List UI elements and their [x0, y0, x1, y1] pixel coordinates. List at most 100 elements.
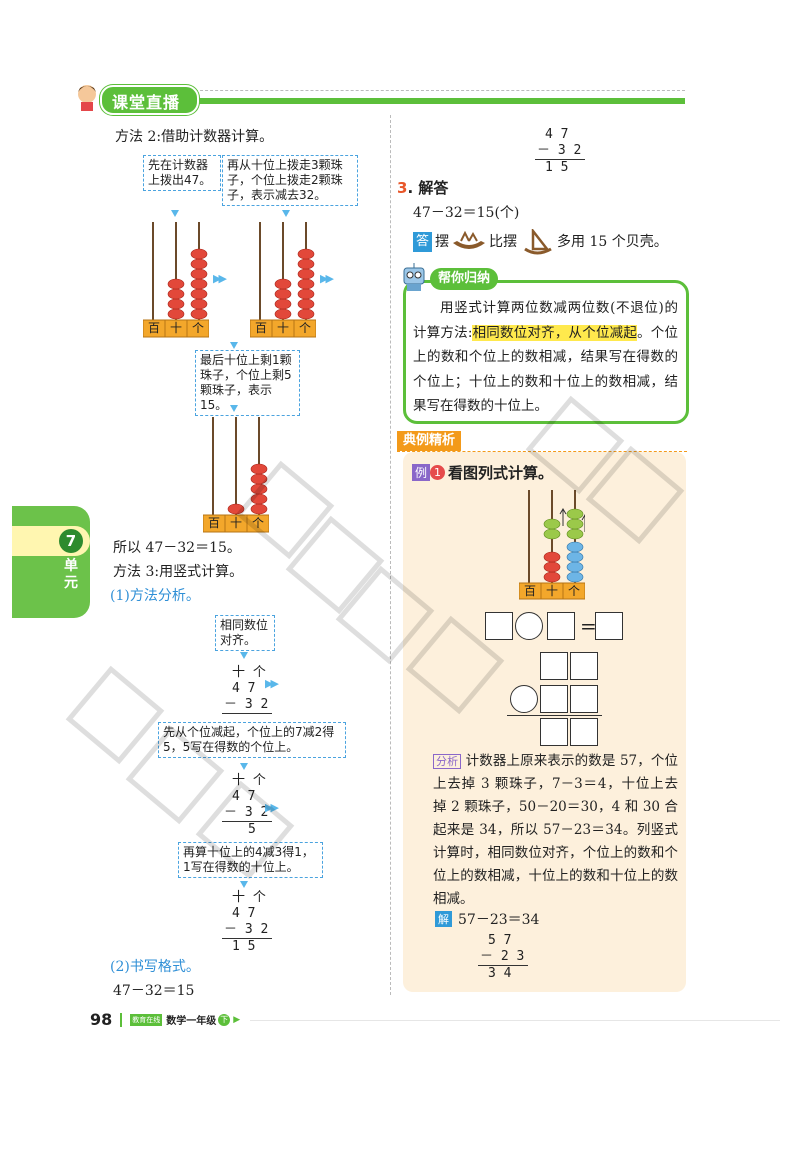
answer-heading: 3. 解答	[397, 179, 449, 197]
arrow-right-3: ▶▶	[265, 677, 279, 690]
answer-badge: 答	[413, 232, 433, 252]
abacus3-label-tens: 十	[229, 516, 242, 530]
example-section-tag: 典例精析	[397, 431, 462, 451]
vblank-operator[interactable]	[510, 685, 538, 713]
blank-box-1[interactable]	[485, 612, 513, 640]
sailboat-icon	[524, 229, 552, 255]
abacus-57	[519, 490, 585, 600]
abacus2-label-hundreds: 百	[254, 321, 267, 335]
badge-live-class: 课堂直播	[100, 85, 199, 115]
solve-tag: 解	[435, 911, 452, 927]
summary-highlight: 相同数位对齐，从个位减起	[472, 324, 638, 341]
minuend: 4 7	[232, 906, 256, 921]
abacus1-label-hundreds: 百	[147, 321, 160, 335]
abacus1-label-ones: 个	[191, 321, 204, 335]
vblank-mid-ones[interactable]	[570, 685, 598, 713]
example-title: 看图列式计算。	[448, 464, 554, 482]
answer-text-2: 比摆	[489, 234, 518, 250]
solve-vcalc: 5 7 － 2 3 3 4	[478, 933, 528, 982]
vblank-mid-tens[interactable]	[540, 685, 568, 713]
blank-operator-circle[interactable]	[515, 612, 543, 640]
unit-label: 单元	[64, 558, 78, 591]
solve-equation: 57－23＝34	[458, 912, 540, 928]
arrow-down-5	[240, 652, 248, 659]
note-align: 相同数位对齐。	[215, 615, 275, 651]
page-number: 98	[90, 1010, 113, 1029]
vcalc-step3: 十 个 4 7 － 3 2 1 5	[222, 890, 272, 955]
blank-box-result[interactable]	[595, 612, 623, 640]
book-title: 数学一年级	[166, 1016, 217, 1027]
summary-box	[403, 280, 689, 424]
abacus4-label-ones: 个	[567, 584, 580, 598]
format-title: (2)书写格式。	[110, 959, 200, 975]
abacus3-label-ones: 个	[251, 516, 264, 530]
grade-badge: 下	[218, 1013, 231, 1026]
vcalc-step2: 十 个 4 7 － 3 2 5	[222, 773, 272, 838]
vblank-top-tens[interactable]	[540, 652, 568, 680]
badge-text: 课堂直播	[112, 93, 181, 112]
analysis-text: 分析 计数器上原来表示的数是 57，个位上去掉 3 颗珠子，7－3＝4，十位上去…	[433, 750, 678, 911]
equals-sign: =	[580, 614, 597, 638]
subtrahend: － 3 2	[535, 143, 585, 160]
vblank-top-ones[interactable]	[570, 652, 598, 680]
subtrahend: － 3 2	[222, 697, 272, 714]
answer-equation: 47－32＝15(个)	[413, 205, 520, 221]
column-divider	[390, 115, 391, 995]
place-labels: 十 个	[232, 773, 266, 788]
subtrahend: － 3 2	[222, 805, 272, 822]
arrow-down-3	[230, 342, 238, 349]
solve-line: 解 57－23＝34	[435, 909, 539, 929]
example-section-text: 典例精析	[403, 433, 456, 448]
analysis-body: 计数器上原来表示的数是 57，个位上去掉 3 颗珠子，7－3＝4，十位上去掉 2…	[433, 753, 678, 907]
answer-line: 答 摆 比摆 多用 15 个贝壳。	[413, 229, 668, 255]
subtrahend: － 3 2	[222, 922, 272, 939]
vblank-res-ones[interactable]	[570, 718, 598, 746]
arrow-down-6	[240, 763, 248, 770]
format-equation: 47－32＝15	[113, 983, 195, 999]
minuend: 4 7	[545, 127, 569, 142]
abacus2-label-tens: 十	[276, 321, 289, 335]
note-tens-next: 再算十位上的4减3得1，1写在得数的十位上。	[178, 842, 323, 878]
footer: 98 教育在线 数学一年级 下 ▶	[90, 1010, 241, 1029]
boat-icon	[453, 231, 486, 249]
example-tag: 例	[412, 464, 431, 481]
summary-tag-text: 帮你归纳	[438, 271, 491, 286]
footer-rule	[250, 1020, 780, 1021]
answer-number: 3	[397, 179, 408, 197]
answer-text-1: 摆	[435, 234, 450, 250]
arrow-down-7	[240, 881, 248, 888]
arrow-right-2: ▶▶	[320, 272, 334, 285]
section-underline	[397, 451, 687, 452]
top-vcalc: 4 7 － 3 2 1 5	[535, 127, 585, 176]
minuend: 5 7	[488, 933, 512, 948]
girl-mascot	[72, 82, 102, 112]
arrow-right-1: ▶▶	[213, 272, 227, 285]
place-labels: 十 个	[232, 665, 266, 680]
summary-text: 用竖式计算两位数减两位数(不退位)的计算方法:相同数位对齐，从个位减起。个位上的…	[413, 296, 678, 419]
blank-box-2[interactable]	[547, 612, 575, 640]
vblank-res-tens[interactable]	[540, 718, 568, 746]
abacus-47	[143, 222, 209, 338]
abacus2-label-ones: 个	[298, 321, 311, 335]
arrow-right-4: ▶▶	[265, 801, 279, 814]
arrow-down-4	[230, 405, 238, 412]
arrow-down-2	[282, 210, 290, 217]
so-statement: 所以 47－32＝15。	[113, 540, 241, 556]
abacus4-label-tens: 十	[545, 584, 558, 598]
vcalc-step1: 十 个 4 7 － 3 2	[222, 665, 272, 714]
abacus3-label-hundreds: 百	[207, 516, 220, 530]
example-number: 1	[430, 465, 446, 480]
abacus-15	[203, 417, 269, 533]
analysis-tag: 分析	[433, 754, 462, 769]
difference: 3 4	[488, 966, 512, 981]
note-ones-first: 先从个位减起，个位上的7减2得5，5写在得数的个位上。	[158, 722, 346, 758]
summary-intro: 用竖式计算两位数减两位数(不退位)的计算方法:	[413, 300, 678, 341]
summary-tag: 帮你归纳	[430, 268, 499, 290]
method2-title: 方法 2:借助计数器计算。	[115, 129, 274, 145]
analysis-title: (1)方法分析。	[110, 588, 200, 604]
difference: 1 5	[545, 160, 569, 175]
method3-title: 方法 3:用竖式计算。	[113, 564, 244, 580]
robot-icon	[397, 262, 431, 292]
abacus4-label-hundreds: 百	[523, 584, 536, 598]
header-bar: 课堂直播	[70, 80, 685, 115]
